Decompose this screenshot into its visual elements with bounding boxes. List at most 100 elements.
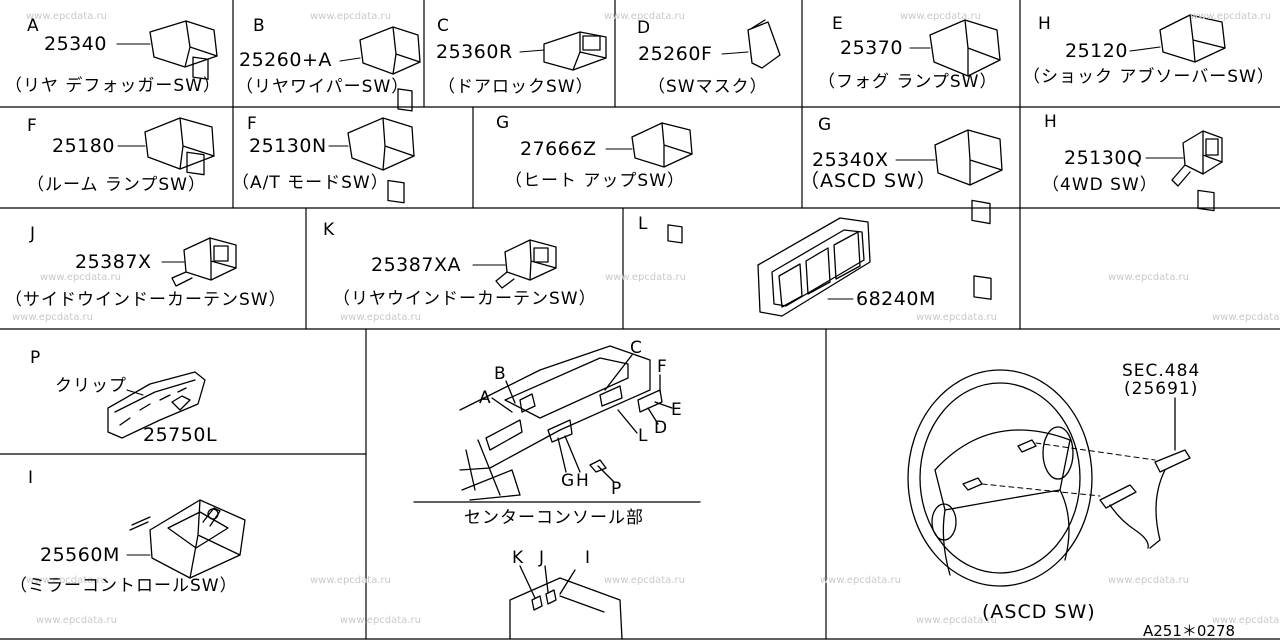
watermark: www.epcdata.ru	[12, 312, 93, 323]
callout-label: C	[630, 338, 642, 358]
part-caption: （リヤ デフォッガーSW）	[5, 76, 222, 96]
panel-letter: D	[637, 18, 651, 38]
callout-label: G	[561, 471, 575, 491]
part-number: 25340	[44, 33, 107, 55]
mirror-switch-icon-i	[129, 499, 246, 579]
switch-icon-f2	[347, 117, 415, 204]
switch-icon-f1	[144, 117, 215, 176]
panel-letter: K	[323, 220, 335, 240]
callout-label: E	[671, 400, 682, 420]
clip-label: クリップ	[55, 376, 127, 396]
panel-letter: G	[818, 115, 832, 135]
panel-letter: B	[253, 16, 265, 36]
part-number: 25340X	[812, 149, 889, 171]
callout-label: D	[654, 418, 668, 438]
steering-wheel-drawing	[907, 369, 1191, 587]
callout-label: A	[479, 388, 491, 408]
callout-label: P	[611, 479, 622, 499]
clip-icon-p	[107, 371, 206, 439]
switch-icon-g2	[934, 129, 1003, 300]
part-caption: （A/T モードSW）	[232, 173, 389, 193]
panel-letter: C	[437, 16, 449, 36]
console-caption: センターコンソール部	[464, 508, 644, 528]
watermark: www.epcdata.ru	[605, 272, 686, 283]
part-caption: （ヒート アップSW）	[505, 171, 686, 191]
panel-letter: P	[30, 348, 41, 368]
part-number: 25130Q	[1064, 147, 1143, 169]
switch-icon-d	[747, 19, 781, 69]
callout-label: J	[539, 548, 545, 568]
part-number: 25260+A	[239, 49, 332, 71]
part-number: 68240M	[856, 288, 936, 310]
part-number: 25387X	[75, 251, 152, 273]
watermark: www.epcdata.ru	[310, 575, 391, 586]
part-caption: （フォグ ランプSW）	[818, 72, 998, 92]
callout-label: K	[512, 548, 524, 568]
panel-letter: H	[1038, 14, 1051, 34]
callout-label: F	[657, 357, 667, 377]
watermark: www.epcdata.ru	[1108, 575, 1189, 586]
section-reference: SEC.484	[1122, 361, 1201, 381]
switch-icon-b	[359, 26, 421, 112]
watermark: www.epcdata.ru	[900, 11, 981, 22]
part-number: 25560M	[40, 544, 120, 566]
part-number: 25360R	[436, 41, 513, 63]
watermark: www.epcdata.ru	[1108, 272, 1189, 283]
part-caption: （サイドウインドーカーテンSW）	[5, 290, 287, 310]
panel-letter: F	[27, 116, 37, 136]
panel-letter: J	[30, 224, 36, 244]
callout-label: H	[576, 471, 589, 491]
panel-letter: G	[496, 113, 510, 133]
part-caption: （ミラーコントロールSW）	[10, 576, 238, 596]
part-number: 27666Z	[520, 138, 597, 160]
switch-icon-h1	[1159, 14, 1226, 212]
section-reference-number: (25691)	[1124, 379, 1199, 399]
part-number: 25120	[1065, 40, 1128, 62]
panel-letter: E	[832, 14, 843, 34]
watermark: www.epcdata.ru	[820, 575, 901, 586]
watermark: www.epcdata.ru	[26, 575, 107, 586]
watermark: www.epcdata.ru	[1190, 11, 1271, 22]
watermark: www.epcdata.ru	[604, 11, 685, 22]
callout-label: L	[638, 426, 648, 446]
panel-letter: A	[27, 16, 39, 36]
part-caption: （リヤウインドーカーテンSW）	[333, 289, 597, 309]
part-number: 25750L	[143, 424, 218, 446]
watermark: www.epcdata.ru	[1212, 615, 1280, 626]
watermark: www.epcdata.ru	[916, 312, 997, 323]
part-caption: （ショック アブソーバーSW）	[1023, 67, 1275, 87]
watermark: www.epcdata.ru	[310, 11, 391, 22]
switch-icon-a	[149, 20, 218, 80]
watermark: www.epcdata.ru	[604, 575, 685, 586]
part-caption: （SWマスク）	[648, 77, 768, 97]
switch-icon-k	[495, 239, 557, 289]
callout-label: B	[494, 364, 506, 384]
part-number: 25387XA	[371, 254, 461, 276]
part-caption: （ルーム ランプSW）	[27, 175, 206, 195]
part-number: 25130N	[249, 135, 327, 157]
switch-icon-c	[543, 31, 607, 71]
part-number: 25260F	[638, 43, 713, 65]
callout-label: I	[585, 548, 591, 568]
bezel-icon-l	[757, 217, 871, 317]
watermark: www.epcdata.ru	[916, 615, 997, 626]
watermark: www.epcdata.ru	[26, 11, 107, 22]
switch-icon-j	[171, 237, 237, 287]
panel-letter: H	[1044, 112, 1057, 132]
switch-icon-e	[929, 19, 1001, 225]
console-drawing	[413, 345, 701, 640]
steering-caption: (ASCD SW)	[982, 601, 1096, 623]
switch-icon-g1	[631, 122, 693, 244]
part-number: 25370	[840, 37, 903, 59]
part-number: 25180	[52, 135, 115, 157]
panel-letter: F	[247, 114, 257, 134]
part-caption: （ASCD SW）	[800, 170, 937, 192]
drawing-code: A251＊0278	[1143, 622, 1236, 640]
part-caption: （リヤワイパーSW）	[236, 77, 410, 97]
dashed-leaders	[981, 442, 1156, 497]
watermark: www.epcdata.ru	[36, 615, 117, 626]
part-caption: （ドアロックSW）	[438, 77, 594, 97]
